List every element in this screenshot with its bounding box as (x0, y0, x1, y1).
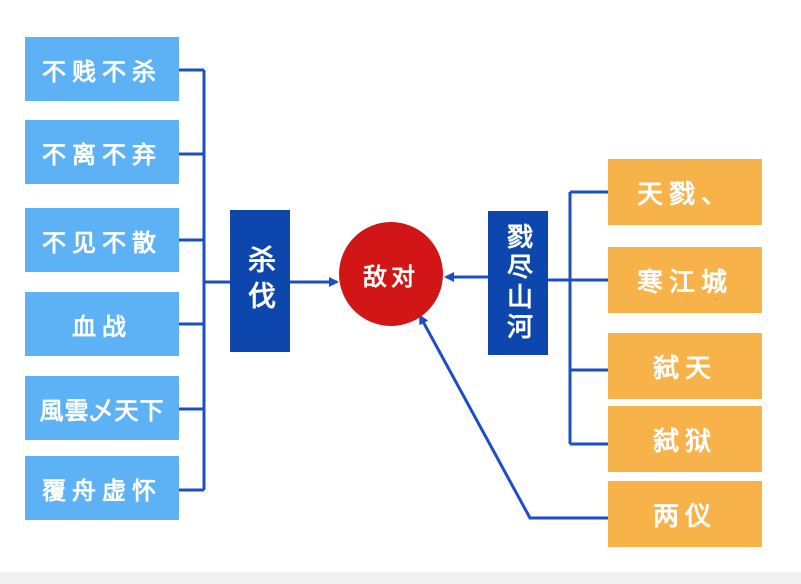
right-item-2: 寒江城 (608, 247, 762, 313)
left-item-2: 不离不弃 (25, 120, 179, 184)
direct-item-arrow (418, 314, 608, 520)
left-item-4: 血战 (25, 292, 179, 356)
bottom-band (0, 572, 801, 584)
left-item-1: 不贱不杀 (25, 37, 179, 101)
direct-item: 两仪 (608, 481, 762, 547)
right-item-3: 弑天 (608, 333, 762, 399)
left-item-6: 覆舟虚怀 (25, 456, 179, 520)
right-item-1: 天戮、 (608, 159, 762, 225)
right-item-4: 弑狱 (608, 406, 762, 472)
left-item-5: 風雲乄天下 (25, 376, 179, 440)
left-item-3: 不见不散 (25, 208, 179, 272)
right-group-box: 戮尽山河 (488, 211, 548, 355)
center-node: 敌对 (339, 222, 443, 326)
left-group-box: 杀伐 (230, 210, 290, 352)
